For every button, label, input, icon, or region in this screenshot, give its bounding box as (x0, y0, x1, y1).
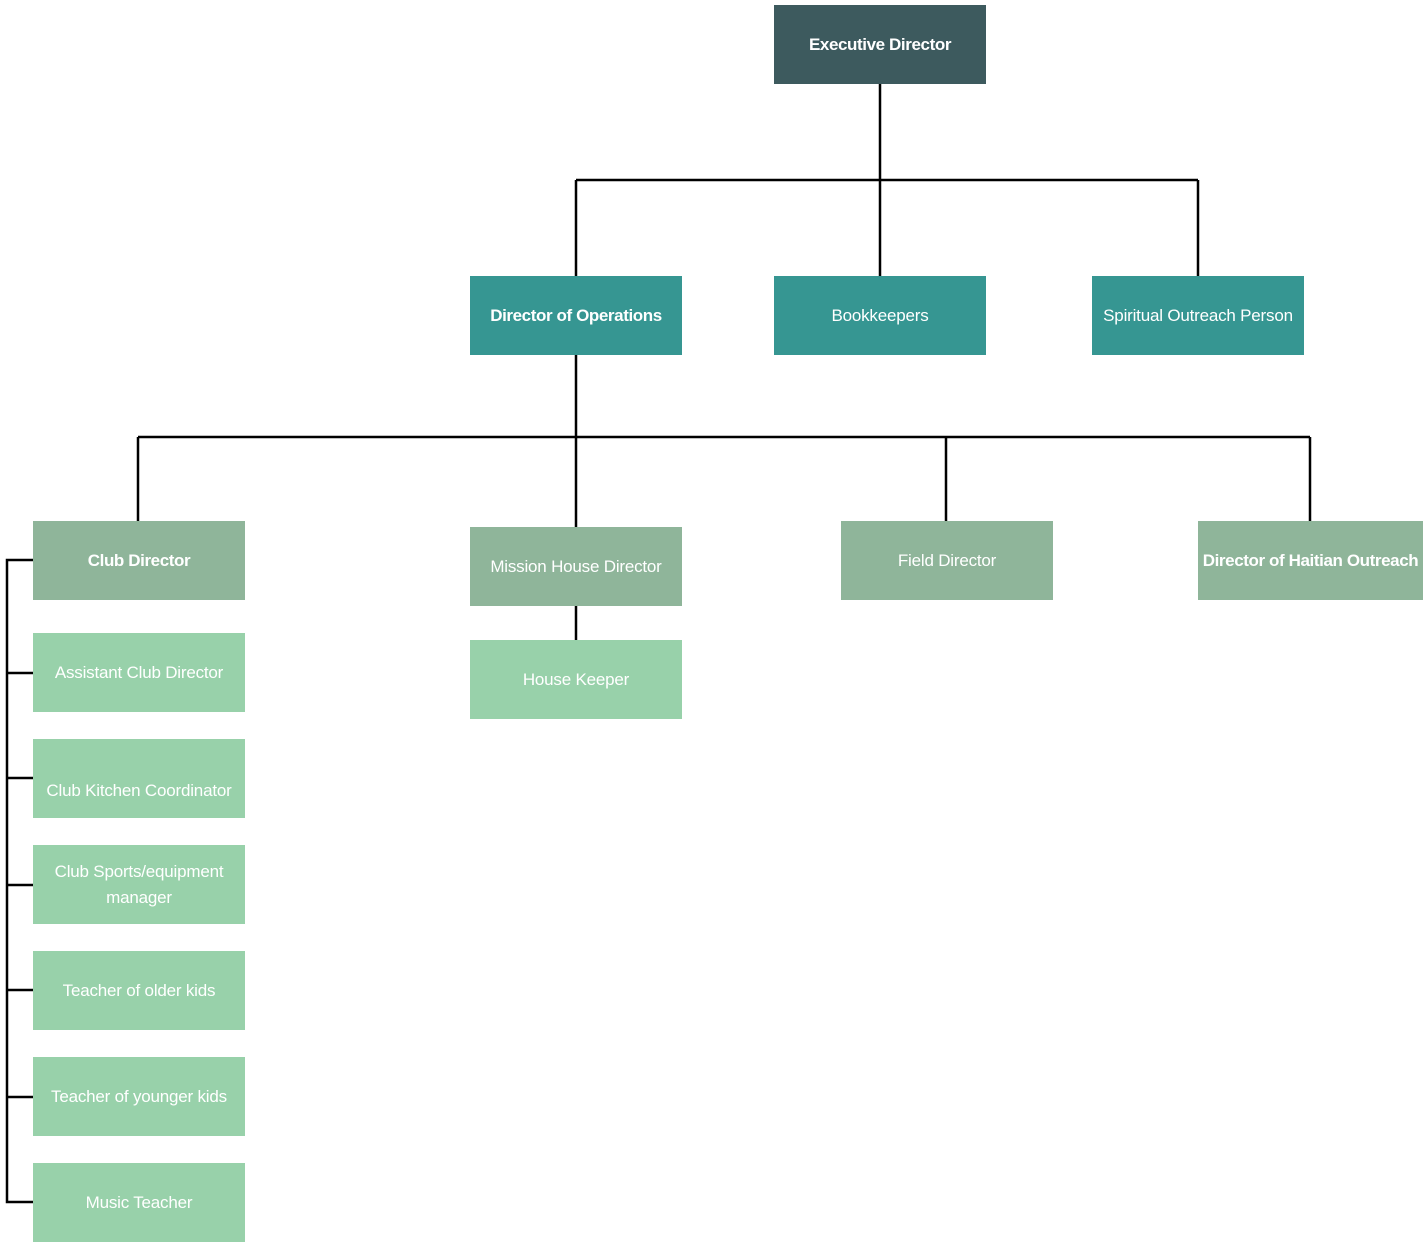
music-teacher-box: Music Teacher (33, 1163, 245, 1242)
field-director-label: Field Director (897, 550, 997, 570)
director-of-operations-label: Director of Operations (490, 305, 662, 325)
field-director-box: Field Director (841, 521, 1053, 600)
director-of-operations-box: Director of Operations (470, 276, 682, 355)
executive-director-box: Executive Director (774, 5, 986, 84)
assistant-club-director-box: Assistant Club Director (33, 633, 245, 712)
club-director-box: Club Director (33, 521, 245, 600)
club-kitchen-coordinator-box: Club Kitchen Coordinator (33, 739, 245, 818)
teacher-of-older-kids-box: Teacher of older kids (33, 951, 245, 1030)
teacher-of-younger-kids-box: Teacher of younger kids (33, 1057, 245, 1136)
executive-director-label: Executive Director (808, 34, 952, 54)
teacher-of-older-kids-label: Teacher of older kids (62, 980, 216, 1000)
bookkeepers-box: Bookkeepers (774, 276, 986, 355)
club-kitchen-coordinator-label: Club Kitchen Coordinator (46, 780, 232, 800)
assistant-club-director-label: Assistant Club Director (54, 662, 224, 682)
club-sports-equipment-manager-box: Club Sports/equipment manager (33, 845, 245, 924)
mission-house-director-label: Mission House Director (490, 556, 662, 576)
house-keeper-box: House Keeper (470, 640, 682, 719)
house-keeper-label: House Keeper (522, 669, 630, 689)
bookkeepers-label: Bookkeepers (831, 305, 929, 325)
spiritual-outreach-person-label: Spiritual Outreach Person (1103, 305, 1293, 325)
club-sports-equipment-manager-label: Club Sports/equipment manager (54, 861, 224, 907)
teacher-of-younger-kids-label: Teacher of younger kids (51, 1086, 227, 1106)
director-of-haitian-outreach-box: Director of Haitian Outreach (1198, 521, 1423, 600)
spiritual-outreach-person-box: Spiritual Outreach Person (1092, 276, 1304, 355)
connector-executive-to-level2 (574, 84, 1200, 276)
music-teacher-label: Music Teacher (85, 1192, 193, 1212)
director-of-haitian-outreach-label: Director of Haitian Outreach (1202, 550, 1419, 570)
mission-house-director-box: Mission House Director (470, 527, 682, 606)
club-director-label: Club Director (87, 550, 191, 570)
connector-operations-to-level3 (136, 355, 1312, 527)
connector-club-director-to-staff (5, 558, 33, 1204)
